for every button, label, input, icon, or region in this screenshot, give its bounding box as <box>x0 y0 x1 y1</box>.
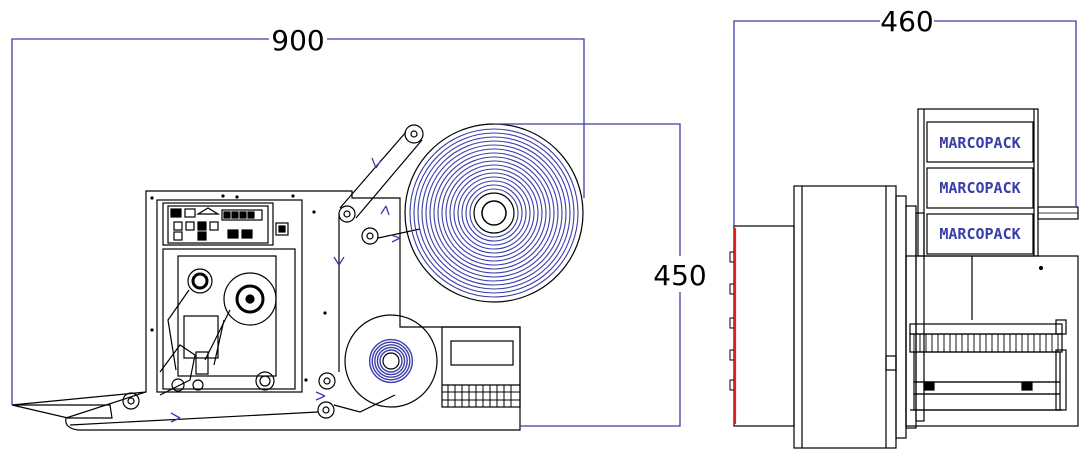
label-panel-text: MARCOPACK <box>939 225 1020 243</box>
roll-winding <box>433 152 555 274</box>
roll-winding <box>379 349 403 373</box>
ribbon-roll-icon <box>187 268 277 326</box>
label-roll-outer <box>404 123 584 303</box>
label-panel-text: MARCOPACK <box>939 179 1020 197</box>
side-left-panel <box>733 225 795 427</box>
roll-winding <box>469 188 519 238</box>
label-panel <box>926 121 1034 163</box>
guide-roller <box>122 392 140 410</box>
side-main-block <box>793 185 897 449</box>
roll-winding <box>417 136 571 290</box>
guide-roller <box>404 124 424 144</box>
guide-roller <box>317 401 335 419</box>
roll-winding <box>368 338 414 384</box>
height-dimension-label: 450 <box>653 259 706 292</box>
electronics-box <box>441 326 521 408</box>
guide-roller <box>318 372 336 390</box>
roll-winding <box>409 128 579 298</box>
label-panels: MARCOPACK MARCOPACK MARCOPACK <box>926 121 1034 255</box>
roll-winding <box>437 156 551 270</box>
roll-winding <box>465 184 523 242</box>
roll-winding <box>461 180 527 246</box>
width-dimension-label: 900 <box>271 24 324 57</box>
roll-winding <box>413 132 575 294</box>
roll-winding <box>453 172 535 254</box>
roll-winding <box>421 140 567 286</box>
roll-winding <box>441 160 547 266</box>
dimension-lines-side <box>733 20 1077 226</box>
roll-winding <box>425 144 563 282</box>
label-panel <box>926 213 1034 255</box>
dimension-lines-front <box>11 38 681 427</box>
label-panel <box>926 167 1034 209</box>
front-view <box>11 123 584 431</box>
roll-winding <box>445 164 543 262</box>
guide-roller <box>338 205 356 223</box>
roll-winding <box>371 341 411 381</box>
roll-winding <box>457 176 531 250</box>
liner-roll-outer <box>344 314 438 408</box>
web-path-arrows <box>170 157 401 423</box>
label-panel-text: MARCOPACK <box>939 134 1020 152</box>
roll-winding <box>429 148 559 278</box>
roll-winding <box>374 344 408 378</box>
printer-housing <box>156 199 303 393</box>
label-roll-icon <box>409 128 579 298</box>
base-strip <box>11 404 113 419</box>
depth-dimension-label: 460 <box>880 5 933 38</box>
side-lower-housing <box>905 255 1079 427</box>
keypad-icon <box>167 205 269 244</box>
machine-body <box>65 190 521 431</box>
roll-winding <box>376 346 406 376</box>
liner-roll-spiral <box>368 338 414 384</box>
guide-roller <box>361 227 379 245</box>
roll-winding <box>449 168 539 258</box>
side-view <box>729 108 1079 449</box>
